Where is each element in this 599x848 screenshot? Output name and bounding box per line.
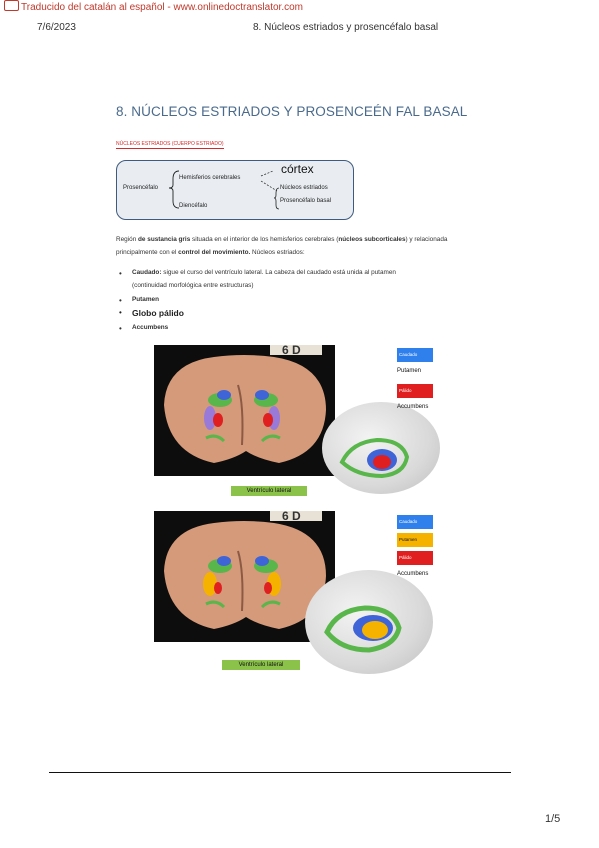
- bullet-globo-palido: • Globo pálido: [119, 308, 184, 318]
- glass-brain-3d-1: [322, 402, 440, 494]
- footer-rule: [49, 772, 511, 773]
- schema-hemisferios: Hemisferios cerebrales: [179, 175, 241, 181]
- legend-2-caudado: Caudado: [397, 515, 433, 529]
- caption-2: Ventrículo lateral: [222, 660, 300, 670]
- brain-section-illustration-2: [164, 511, 326, 629]
- header-doc-title: 8. Núcleos estriados y prosencéfalo basa…: [253, 22, 439, 33]
- bullet-dot: •: [119, 324, 122, 333]
- intro-bold-2: núcleos subcorticales: [338, 236, 406, 243]
- bullet-putamen: • Putamen: [119, 296, 159, 305]
- schema-diencefalo: Diencéfalo: [179, 203, 208, 209]
- bullet-dot: •: [119, 269, 122, 278]
- glass-brain-structures-2: [324, 605, 402, 653]
- brain-section-illustration-1: [164, 345, 326, 463]
- intro-text-1: Región: [116, 236, 139, 243]
- schema-nucleos-estriados: Núcleos estriados: [280, 185, 328, 191]
- brain-coronal-photo-1: 6 D: [154, 345, 335, 476]
- header-date: 7/6/2023: [37, 22, 76, 33]
- legend-1-accumbens: Accumbens: [397, 404, 429, 410]
- intro-text-4: Núcleos estriados:: [250, 249, 305, 256]
- intro-bold-1: de sustancia gris: [138, 236, 191, 243]
- globo-label: Globo pálido: [132, 308, 184, 318]
- putamen-label: Putamen: [132, 296, 159, 303]
- legend-2-putamen: Putamen: [397, 533, 433, 547]
- legend-1: Caudado Putamen Pálido Accumbens: [397, 348, 433, 410]
- prosencephalon-schema: Prosencéfalo Hemisferios cerebrales Dien…: [116, 160, 354, 220]
- photo-label-2: 6 D: [282, 511, 301, 523]
- legend-1-putamen: Putamen: [397, 368, 422, 374]
- legend-2-accumbens: Accumbens: [397, 571, 429, 577]
- schema-cortex: córtex: [281, 162, 314, 176]
- caudado-text: sigue el curso del ventrículo lateral. L…: [161, 269, 396, 276]
- brain-coronal-photo-2: 6 D: [154, 511, 335, 642]
- intro-bold-3: control del movimiento.: [178, 249, 251, 256]
- caudado-label: Caudado:: [132, 269, 162, 276]
- photo-label-1: 6 D: [282, 345, 301, 357]
- translator-banner[interactable]: Traducido del catalán al español - www.o…: [4, 0, 303, 13]
- accumbens-label: Accumbens: [132, 324, 169, 331]
- legend-2: Caudado Putamen Pálido Accumbens: [397, 515, 433, 577]
- page-number: 1/5: [545, 813, 561, 825]
- bullet-dot: •: [119, 308, 122, 317]
- translator-icon: [4, 0, 19, 11]
- intro-text-3: ) y relacionada principalmente con el: [116, 236, 448, 256]
- glass-brain-3d-2: [305, 570, 433, 674]
- bullet-caudado: • Caudado: sigue el curso del ventrículo …: [119, 269, 396, 278]
- translator-banner-text: Traducido del catalán al español - www.o…: [21, 2, 304, 13]
- intro-text-2: situada en el interior de los hemisferio…: [190, 236, 339, 243]
- caption-1: Ventrículo lateral: [231, 486, 307, 496]
- legend-1-palido: Pálido: [397, 384, 433, 398]
- bullet-accumbens: • Accumbens: [119, 324, 169, 333]
- schema-prosencefalo-basal: Prosencéfalo basal: [280, 198, 332, 204]
- bullet-dot: •: [119, 296, 122, 305]
- intro-paragraph: Región de sustancia gris situada en el i…: [116, 233, 466, 259]
- section-subtitle: NÚCLEOS ESTRIADOS (CUERPO ESTRIADO): [116, 141, 224, 149]
- glass-brain-structures-1: [339, 437, 410, 479]
- schema-prosencefalo: Prosencéfalo: [123, 185, 159, 191]
- caudado-text-continued: (continuidad morfológica entre estructur…: [132, 282, 254, 289]
- page-title: 8. NÚCLEOS ESTRIADOS Y PROSENCEÉN FAL BA…: [116, 104, 468, 119]
- schema-braces: [168, 170, 280, 210]
- legend-2-palido: Pálido: [397, 551, 433, 565]
- legend-1-caudado: Caudado: [397, 348, 433, 362]
